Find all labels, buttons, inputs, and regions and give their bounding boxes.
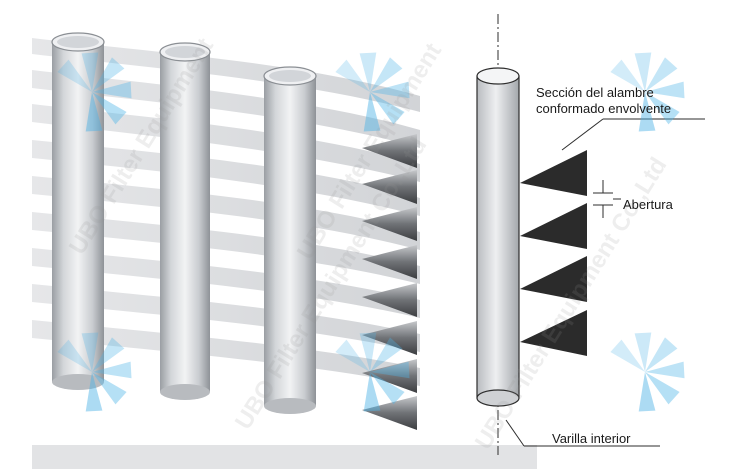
gap-dimension	[593, 180, 621, 218]
screen-wedge	[362, 207, 417, 241]
support-rod-3	[263, 66, 317, 414]
label-gap: Abertura	[623, 197, 673, 212]
wire-profile	[520, 310, 587, 356]
watermark-logos	[57, 52, 685, 412]
watermark-logo	[335, 332, 410, 412]
support-rod-1	[51, 32, 105, 390]
leader-rod	[505, 419, 525, 447]
label-inner-rod: Varilla interior	[552, 431, 631, 446]
wire-band	[32, 140, 420, 216]
wire-profile	[520, 150, 587, 196]
screen-wedge	[362, 321, 417, 355]
wire-band	[32, 212, 420, 284]
inner-rod-detail	[476, 67, 520, 407]
screen-wedge	[362, 359, 417, 393]
watermark-logo	[57, 52, 132, 132]
screen-wedge	[362, 134, 417, 168]
wire-band	[32, 284, 420, 352]
screen-wire-profiles	[362, 134, 417, 430]
wire-profiles	[520, 150, 587, 356]
wire-profile	[520, 203, 587, 249]
label-wire-section-line1: Sección del alambre	[536, 85, 654, 100]
watermark-logo	[335, 52, 410, 132]
wire-band	[32, 104, 420, 182]
wire-band	[32, 248, 420, 318]
wire-band	[32, 320, 420, 386]
floor-strip	[32, 445, 537, 469]
screen-wedge	[362, 245, 417, 279]
leader-section	[561, 118, 604, 151]
wrap-wire-bands	[32, 38, 420, 386]
watermark-logo	[610, 52, 685, 132]
label-wire-section-line2: conformado envolvente	[536, 101, 672, 116]
wire-band	[32, 176, 420, 250]
wire-profile	[520, 256, 587, 302]
support-rod-2	[159, 42, 211, 400]
screen-wedge	[362, 396, 417, 430]
wire-band	[32, 38, 420, 112]
wire-band	[32, 70, 420, 148]
screen-wedge	[362, 170, 417, 204]
screen-wedge	[362, 283, 417, 317]
watermark-logo	[57, 332, 132, 412]
watermark-logo	[610, 332, 685, 412]
label-wire-section: Sección del alambre conformado envolvent…	[536, 85, 671, 117]
